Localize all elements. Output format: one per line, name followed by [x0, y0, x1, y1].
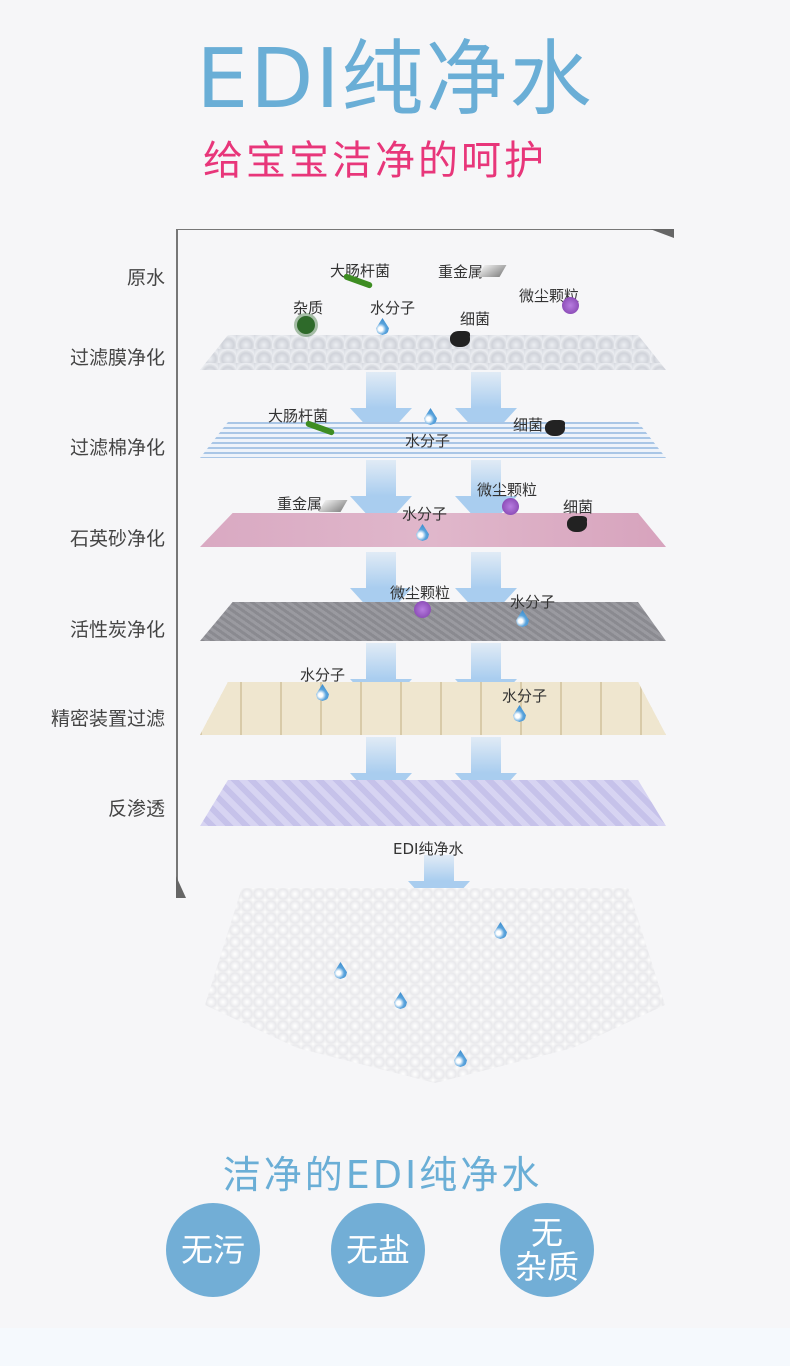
annotation: 大肠杆菌 [268, 407, 329, 425]
bacteria-icon [450, 331, 470, 347]
quartz-sand-layer [200, 513, 666, 547]
precision-filter-layer [200, 682, 666, 735]
annotation: 重金属 [438, 263, 484, 281]
annotation: 水分子 [502, 687, 548, 705]
clean-towel-image [205, 888, 665, 1083]
dust-particle-icon [502, 498, 519, 515]
bacteria-icon [545, 420, 565, 436]
axis-arrow-icon [650, 229, 674, 238]
vertical-axis [176, 230, 178, 890]
axis-arrow-icon [176, 876, 186, 898]
activated-carbon-layer [200, 602, 666, 641]
output-label: EDI纯净水 [393, 840, 464, 858]
step-label: 过滤膜净化 [69, 347, 165, 369]
badge-no-impurity: 无 杂质 [500, 1203, 594, 1297]
footer-band [0, 1328, 790, 1366]
cotton-layer [200, 422, 666, 458]
step-label: 反渗透 [107, 798, 165, 820]
annotation: 水分子 [300, 666, 346, 684]
page-title: EDI纯净水 [196, 32, 594, 127]
heavy-metal-icon [477, 265, 507, 277]
closing-title: 洁净的EDI纯净水 [222, 1153, 543, 1197]
annotation: 水分子 [405, 432, 451, 450]
bacteria-icon [567, 516, 587, 532]
reverse-osmosis-layer [200, 780, 666, 826]
badge-no-salt: 无盐 [331, 1203, 425, 1297]
annotation: 细菌 [460, 310, 491, 328]
membrane-layer [200, 335, 666, 370]
step-label: 过滤棉净化 [69, 437, 165, 459]
annotation: 杂质 [293, 299, 324, 317]
impurity-icon [297, 316, 315, 334]
heavy-metal-icon [318, 500, 348, 512]
badge-no-pollution: 无污 [166, 1203, 260, 1297]
step-label: 石英砂净化 [69, 528, 165, 550]
annotation: 细菌 [563, 498, 594, 516]
step-label: 活性炭净化 [69, 619, 165, 641]
annotation: 水分子 [370, 299, 416, 317]
step-label: 精密装置过滤 [50, 708, 165, 730]
annotation: 细菌 [513, 416, 544, 434]
annotation: 水分子 [402, 505, 448, 523]
step-label: 原水 [126, 267, 165, 289]
water-drop-icon [376, 318, 389, 335]
annotation: 微尘颗粒 [477, 481, 538, 499]
annotation: 微尘颗粒 [390, 584, 451, 602]
dust-particle-icon [562, 297, 579, 314]
page-subtitle: 给宝宝洁净的呵护 [203, 138, 547, 184]
annotation: 重金属 [277, 495, 323, 513]
horizontal-axis [176, 229, 666, 230]
water-drop-icon [424, 408, 437, 425]
dust-particle-icon [414, 601, 431, 618]
annotation: 水分子 [510, 593, 556, 611]
